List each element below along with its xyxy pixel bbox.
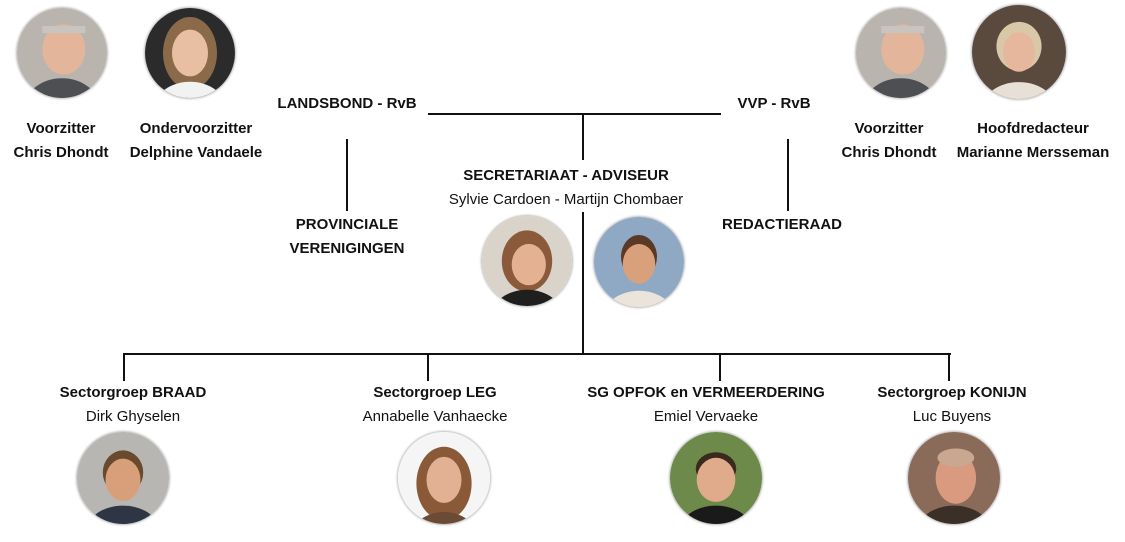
avatar-sector-braad: [76, 431, 170, 525]
role-text: Ondervoorzitter: [139, 120, 253, 137]
avatar-sector-opfok: [669, 431, 763, 525]
person-name: Delphine Vandaele: [129, 144, 263, 161]
sector-title: Sectorgroep LEG: [373, 384, 497, 401]
node-redactieraad: REDACTIERAAD: [722, 216, 842, 233]
label-hoofdredacteur: Hoofdredacteur Marianne Mersseman: [943, 117, 1123, 165]
node-secretariaat: SECRETARIAAT - ADVISEUR Sylvie Cardoen -…: [448, 167, 684, 208]
sector-opfok-connector: [719, 353, 721, 381]
vvp-vertical-line: [787, 139, 789, 211]
center-vertical-top-line: [582, 114, 584, 160]
role-text: Voorzitter: [26, 120, 96, 137]
label-voorzitter-right: Voorzitter Chris Dhondt: [828, 117, 950, 165]
label-voorzitter-left: Voorzitter Chris Dhondt: [0, 117, 122, 165]
avatar-ondervoorzitter: [144, 7, 236, 99]
person-name: Marianne Mersseman: [956, 144, 1110, 161]
sector-title: SG OPFOK en VERMEERDERING: [587, 384, 825, 401]
sector-opfok-vermeerdering: SG OPFOK en VERMEERDERING Emiel Vervaeke: [584, 381, 828, 429]
person-name: Chris Dhondt: [841, 144, 937, 161]
avatar-sector-leg: [397, 431, 491, 525]
role-text: Voorzitter: [854, 120, 924, 137]
avatar-secretariaat-1: [481, 215, 573, 307]
sector-konijn: Sectorgroep KONIJN Luc Buyens: [852, 381, 1052, 429]
person-name: Chris Dhondt: [13, 144, 109, 161]
sector-person: Annabelle Vanhaecke: [362, 408, 508, 425]
node-vvp: VVP - RvB: [737, 95, 811, 112]
sector-leg: Sectorgroep LEG Annabelle Vanhaecke: [335, 381, 535, 429]
sector-braad-connector: [123, 353, 125, 381]
node-provinciale-verenigingen: PROVINCIALE VERENIGINGEN: [289, 216, 405, 257]
sector-title: Sectorgroep BRAAD: [59, 384, 207, 401]
avatar-voorzitter-right: [855, 7, 947, 99]
sector-person: Luc Buyens: [912, 408, 992, 425]
sector-person: Dirk Ghyselen: [85, 408, 181, 425]
sector-konijn-connector: [948, 353, 950, 381]
avatar-hoofdredacteur: [971, 4, 1067, 100]
sector-person: Emiel Vervaeke: [653, 408, 759, 425]
avatar-secretariaat-2: [593, 216, 685, 308]
top-horizontal-line: [428, 113, 721, 115]
landsbond-vertical-line: [346, 139, 348, 211]
sector-leg-connector: [427, 353, 429, 381]
avatar-sector-konijn: [907, 431, 1001, 525]
sector-braad: Sectorgroep BRAAD Dirk Ghyselen: [33, 381, 233, 429]
sector-title: Sectorgroep KONIJN: [877, 384, 1027, 401]
node-landsbond: LANDSBOND - RvB: [277, 95, 417, 112]
bottom-horizontal-line: [123, 353, 951, 355]
avatar-voorzitter-left: [16, 7, 108, 99]
role-text: Hoofdredacteur: [977, 120, 1089, 137]
label-ondervoorzitter: Ondervoorzitter Delphine Vandaele: [116, 117, 276, 165]
center-vertical-main-line: [582, 212, 584, 354]
